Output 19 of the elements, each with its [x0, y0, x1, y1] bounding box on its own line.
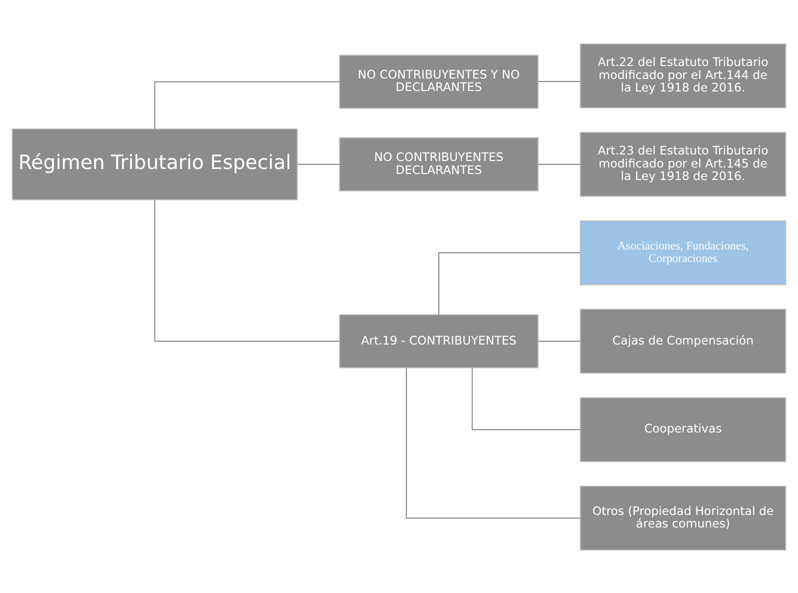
node-box: Art.22 del Estatuto Tributario modificado por el Art.144 de la Ley 1918 de 2016.	[580, 42, 786, 108]
connector	[154, 199, 340, 342]
node-box: Régimen Tributario Especial	[12, 128, 298, 200]
node-box: Art.23 del Estatuto Tributario modificado por el Art.145 de la Ley 1918 de 2016.	[580, 131, 786, 196]
connector	[438, 252, 581, 315]
node-box: Cooperativas	[580, 396, 786, 462]
node-box: Otros (Propiedad Horizontal de áreas comunes)	[580, 485, 786, 550]
connector	[538, 163, 581, 164]
node-box: NO CONTRIBUYENTES DECLARANTES	[339, 136, 539, 191]
connector	[297, 163, 340, 164]
node-box: Art.19 - CONTRIBUYENTES	[339, 314, 539, 368]
node-box: NO CONTRIBUYENTES Y NO DECLARANTES	[339, 54, 539, 108]
connector	[154, 80, 340, 129]
node-box: Cajas de Compensación	[580, 308, 786, 374]
connector	[538, 80, 581, 82]
connector	[538, 340, 581, 342]
connector	[406, 367, 580, 518]
node-box: Asociaciones, Fundaciones, Corporaciones	[580, 220, 786, 285]
connector	[472, 366, 581, 430]
